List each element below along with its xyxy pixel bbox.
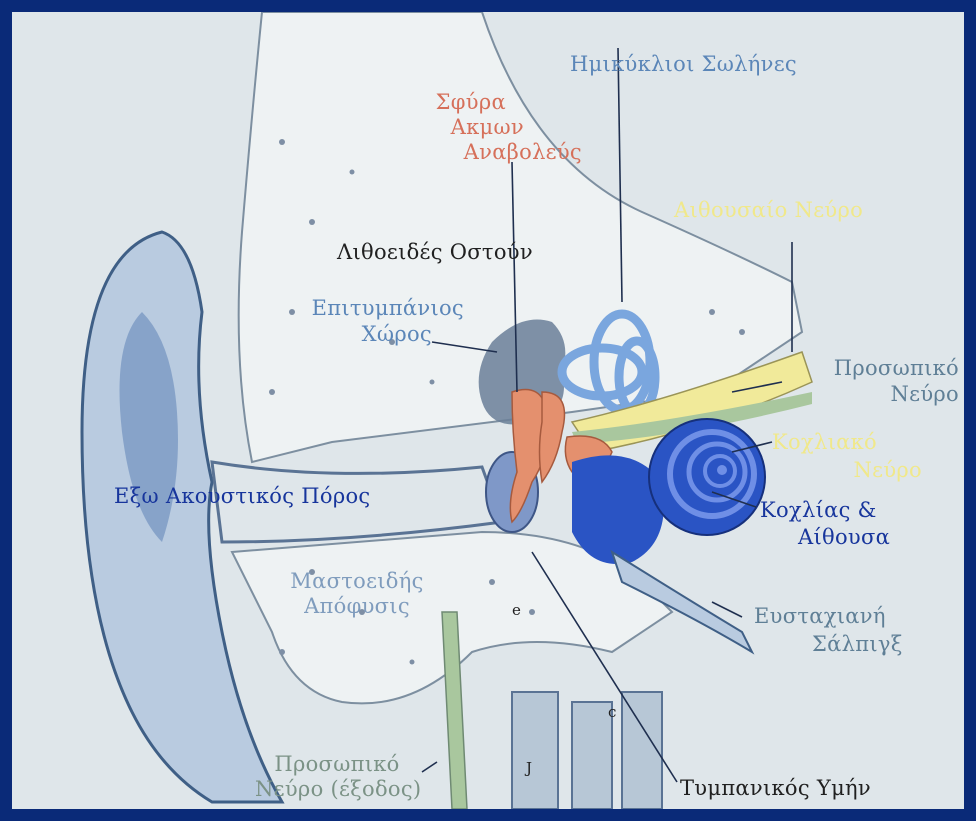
label-eustachian-1: Ευσταχιανή: [754, 604, 886, 629]
label-petrous-bone: Λιθοειδές Οστούν: [337, 240, 533, 265]
label-semicircular-canals: Ημικύκλιοι Σωλήνες: [570, 52, 797, 77]
label-facial-nerve-1: Προσωπικό: [774, 356, 959, 381]
label-cochlear-nerve-2: Νεύρο: [792, 458, 922, 483]
cochlea-spiral: [649, 419, 765, 535]
label-mastoid-2: Απόφυσις: [282, 594, 432, 619]
label-ear-canal: Εξω Ακουστικός Πόρος: [114, 484, 371, 509]
lower-structures: [512, 692, 662, 809]
label-mastoid-1: Μαστοειδής: [282, 569, 432, 594]
label-vestibular-nerve: Αιθουσαίο Νεύρο: [674, 198, 863, 223]
marker-e: e: [512, 598, 521, 623]
marker-j: J: [526, 756, 532, 781]
label-malleus: Σφύρα: [412, 90, 506, 115]
incus-shape: [540, 392, 565, 482]
label-facial-exit-2: Νεύρο (έξοδος): [255, 777, 421, 802]
label-epitympanic-2: Χώρος: [282, 322, 432, 347]
label-epitympanic-1: Επιτυμπάνιος: [282, 296, 464, 321]
label-facial-nerve-2: Νεύρο: [774, 382, 959, 407]
label-eardrum: Τυμπανικός Υμήν: [680, 776, 871, 801]
label-cochlea-2: Αίθουσα: [798, 525, 890, 550]
label-facial-exit-1: Προσωπικό: [252, 752, 422, 777]
label-incus: Ακμων: [412, 115, 524, 140]
marker-c: c: [608, 700, 617, 725]
label-stapes: Αναβολεύς: [432, 140, 582, 165]
label-cochlea-1: Κοχλίας &: [760, 498, 877, 523]
label-cochlear-nerve-1: Κοχλιακό: [772, 430, 877, 455]
label-eustachian-2: Σάλπιγξ: [812, 632, 903, 657]
